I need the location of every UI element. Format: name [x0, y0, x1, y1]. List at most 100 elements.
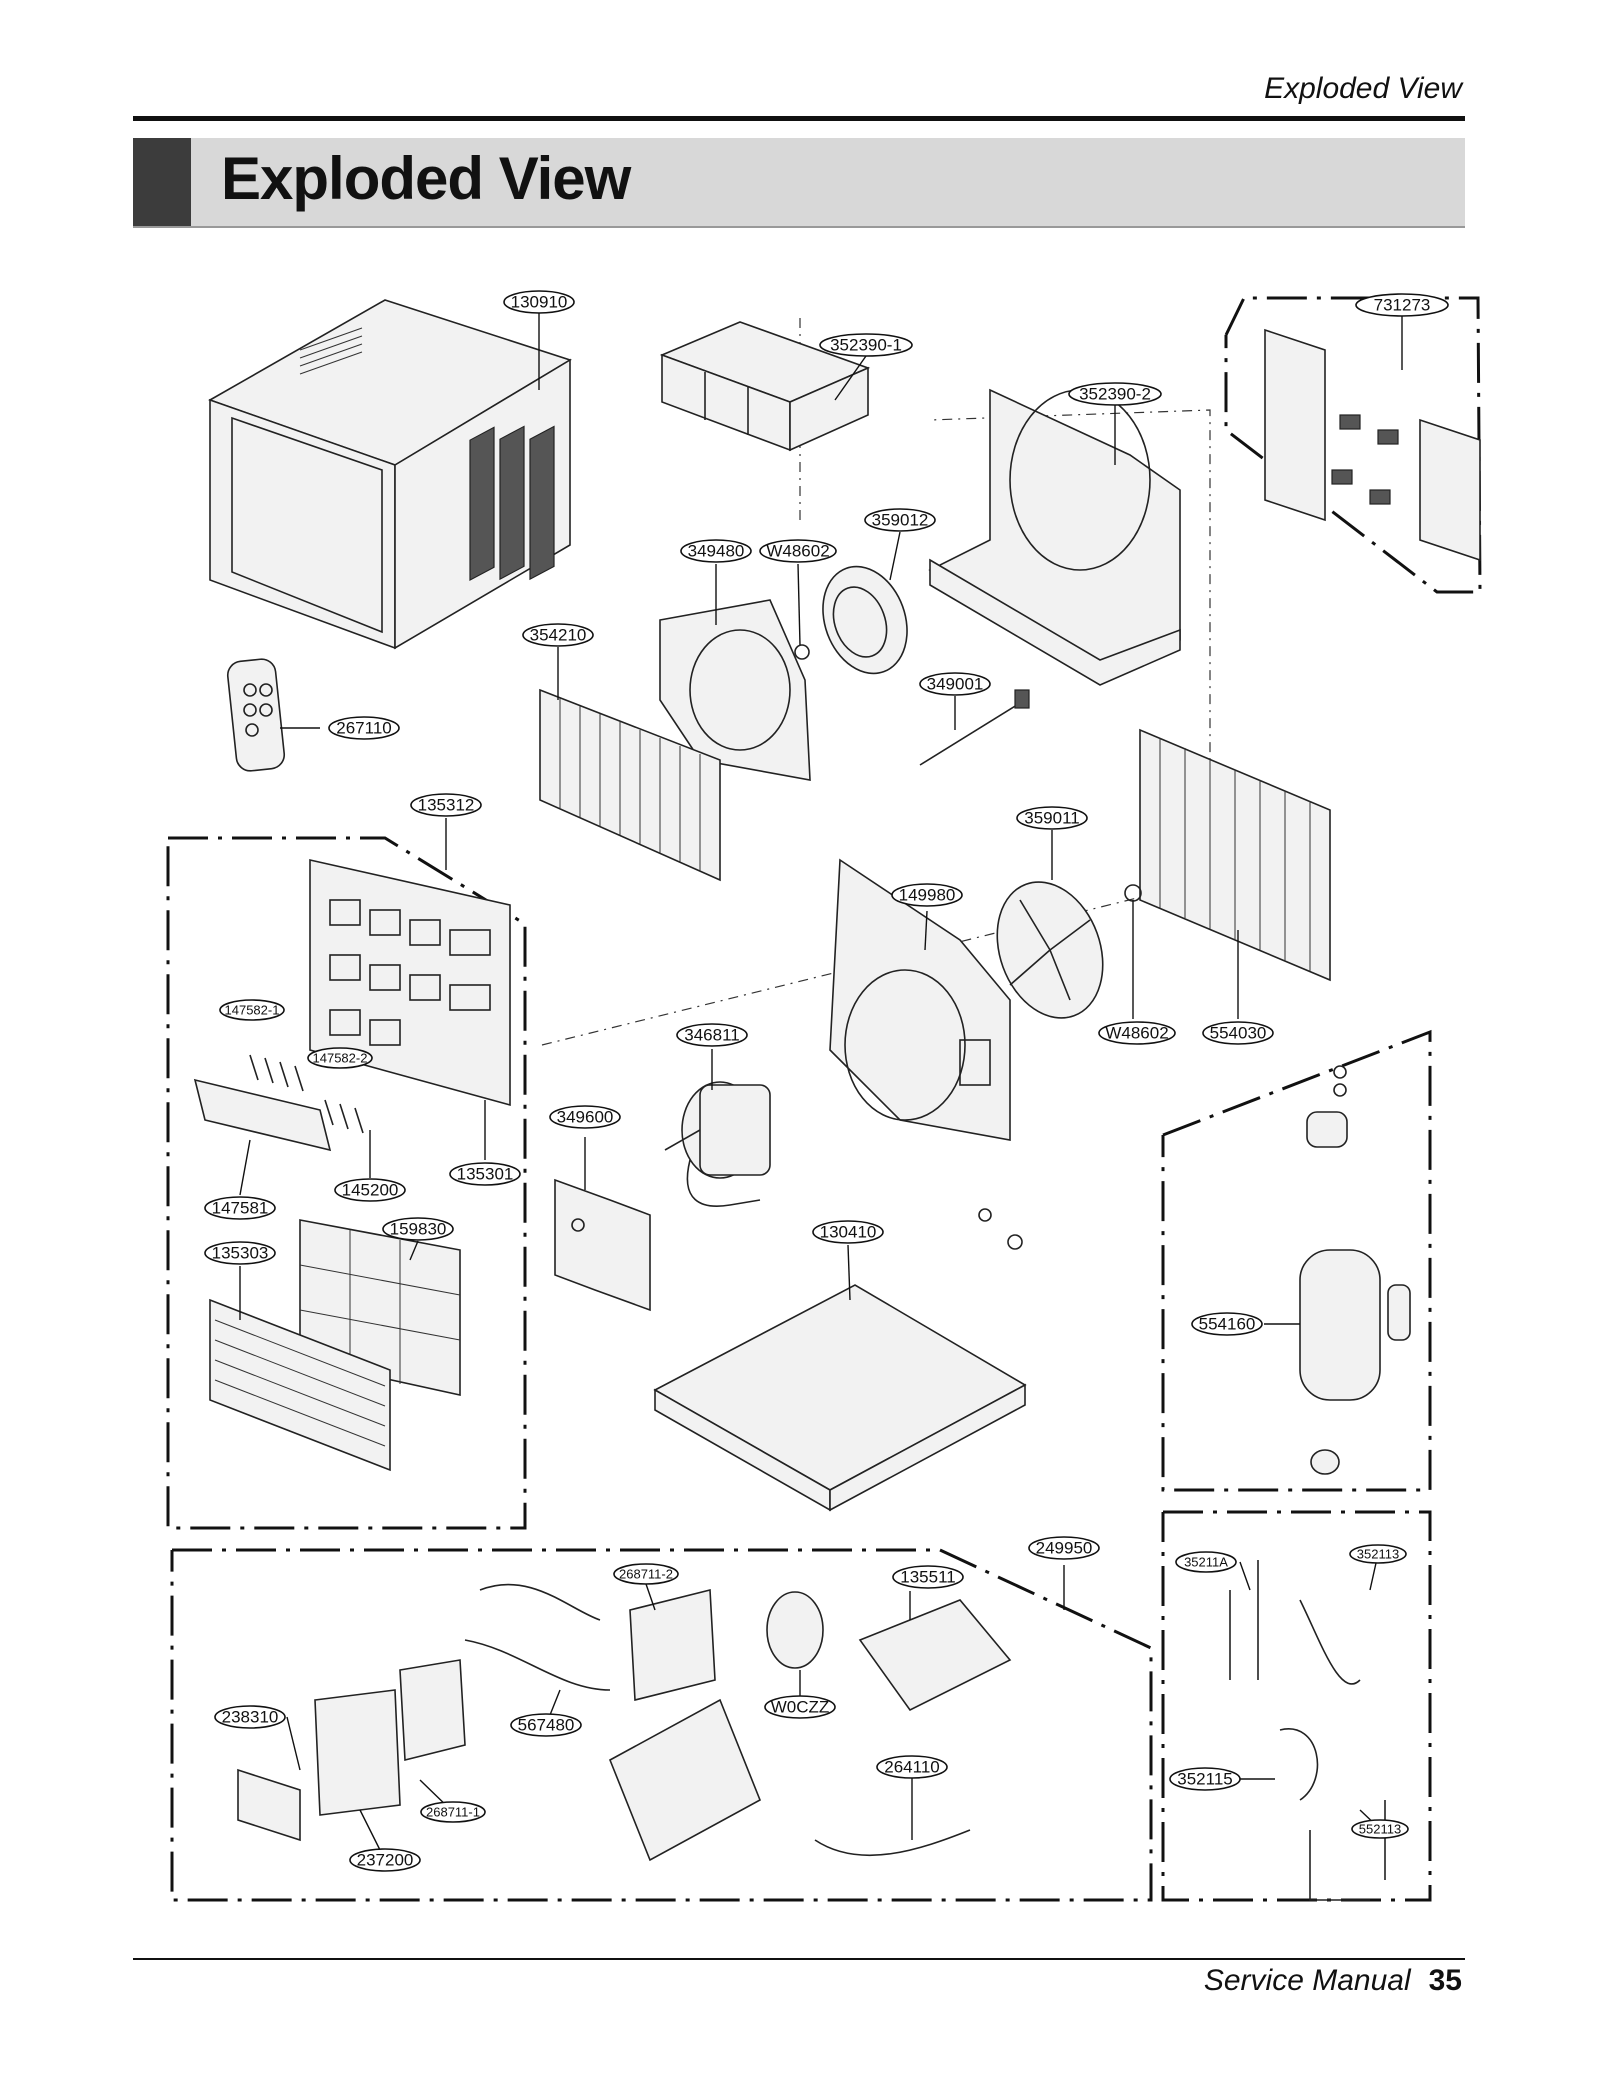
callout-label: 268711-2 [619, 1566, 673, 1581]
callout: 147582-1 [219, 999, 285, 1021]
callout: 552113 [1351, 1819, 1409, 1839]
callout-label: 352390-2 [1079, 384, 1151, 403]
callout-label: W0CZZ [771, 1697, 830, 1716]
callout: 147581 [204, 1196, 276, 1220]
callout: 352390-1 [819, 333, 913, 357]
callout: 567480 [510, 1713, 582, 1737]
callout-label: 352390-1 [830, 335, 902, 354]
callout-label: W48602 [1105, 1023, 1168, 1042]
title-bar: Exploded View [133, 138, 1465, 228]
callout-label: 352115 [1177, 1769, 1232, 1788]
callout-label: 130410 [820, 1222, 877, 1241]
callout: 249950 [1028, 1536, 1100, 1560]
inlet-grille-illustration [209, 1298, 391, 1472]
callout: 554160 [1191, 1312, 1263, 1336]
callout: 267110 [328, 716, 400, 740]
callout-label: 554030 [1210, 1023, 1267, 1042]
callout-label: 249950 [1036, 1538, 1093, 1557]
footer-manual-title: Service Manual [1203, 1964, 1411, 1997]
callout: 130910 [503, 290, 575, 314]
callout-label: 135511 [900, 1567, 955, 1586]
callout: 35211A [1175, 1551, 1237, 1573]
callout: W0CZZ [764, 1695, 836, 1719]
compressor-illustration [1299, 1065, 1411, 1475]
callout: 135511 [892, 1565, 964, 1589]
callout-label: 552113 [1359, 1821, 1401, 1836]
callout-label: 352113 [1357, 1546, 1399, 1561]
callout-label: 264110 [884, 1757, 939, 1776]
louver-illustration [193, 1054, 364, 1152]
top-rule [133, 116, 1465, 121]
evaporator-coil-illustration [539, 688, 721, 882]
callout-label: 35211A [1184, 1554, 1228, 1569]
bottom-rule [133, 1958, 1465, 1960]
side-curtain-illustration [1264, 328, 1481, 562]
callout: 346811 [676, 1023, 748, 1047]
callout-label: W48602 [766, 541, 829, 560]
callout: 731273 [1355, 293, 1449, 317]
callout: 147582-2 [307, 1047, 373, 1069]
callout-label: 349480 [688, 541, 745, 560]
motor-bracket-illustration [554, 1178, 651, 1312]
callout-label: 268711-1 [426, 1804, 480, 1819]
callout: W48602 [759, 539, 837, 563]
fan-motor-illustration [664, 1081, 771, 1207]
cabinet-illustration [208, 299, 572, 650]
callout: 135303 [204, 1241, 276, 1265]
callout: 149980 [891, 883, 963, 907]
callout: 268711-2 [613, 1563, 679, 1585]
fan-shroud-illustration [829, 858, 1011, 1141]
electrical-parts-illustration [237, 1560, 1386, 1901]
callout-label: 147582-1 [225, 1002, 280, 1017]
footer: Service Manual 35 [1204, 1964, 1462, 1998]
callout-label: 349001 [927, 674, 984, 693]
callout-label: 567480 [518, 1715, 575, 1734]
callout-label: 237200 [357, 1850, 414, 1869]
callout-label: 349600 [557, 1107, 614, 1126]
callout: 352113 [1349, 1544, 1407, 1564]
callout-label: 159830 [390, 1219, 447, 1238]
callout: W48602 [1098, 1021, 1176, 1045]
callout: 352390-2 [1068, 382, 1162, 406]
callout: 135301 [449, 1162, 521, 1186]
callout-label: 359011 [1024, 808, 1079, 827]
callout: 237200 [349, 1848, 421, 1872]
callout: 349480 [680, 539, 752, 563]
callout-label: 346811 [684, 1025, 739, 1044]
callout: 135312 [410, 793, 482, 817]
page-number: 35 [1428, 1964, 1462, 1997]
callout: 145200 [334, 1178, 406, 1202]
callout-label: 354210 [530, 625, 587, 644]
title-accent [133, 138, 191, 226]
callout: 359012 [864, 508, 936, 532]
callout-label: 359012 [872, 510, 929, 529]
air-guide-illustration [659, 321, 871, 452]
callout: 264110 [876, 1755, 948, 1779]
callout: 238310 [214, 1705, 286, 1729]
page-title: Exploded View [221, 145, 631, 212]
running-head: Exploded View [1264, 72, 1462, 105]
callout-label: 147581 [212, 1198, 269, 1217]
callout: 352115 [1169, 1767, 1241, 1791]
callout: 349001 [919, 672, 991, 696]
callout-label: 135301 [457, 1164, 514, 1183]
callout: 554030 [1202, 1021, 1274, 1045]
leader-lines [239, 312, 1403, 1861]
callout-label: 149980 [899, 885, 956, 904]
callout: 359011 [1016, 806, 1088, 830]
callout: 130410 [812, 1220, 884, 1244]
callout-label: 554160 [1199, 1314, 1256, 1333]
callout-label: 147582-2 [313, 1050, 368, 1065]
remote-control-illustration [226, 658, 286, 772]
callout: 159830 [382, 1217, 454, 1241]
base-plate-illustration [653, 1208, 1027, 1512]
blower-fan-illustration [659, 565, 908, 781]
callouts: 130910 352390-1 731273 352390-2 359012 3… [204, 290, 1449, 1872]
callout-label: 135303 [212, 1243, 269, 1262]
callout-label: 267110 [336, 718, 391, 737]
front-panel-illustration [309, 859, 511, 1107]
callout-label: 135312 [418, 795, 475, 814]
callout-label: 731273 [1374, 295, 1431, 314]
callout-label: 130910 [511, 292, 568, 311]
